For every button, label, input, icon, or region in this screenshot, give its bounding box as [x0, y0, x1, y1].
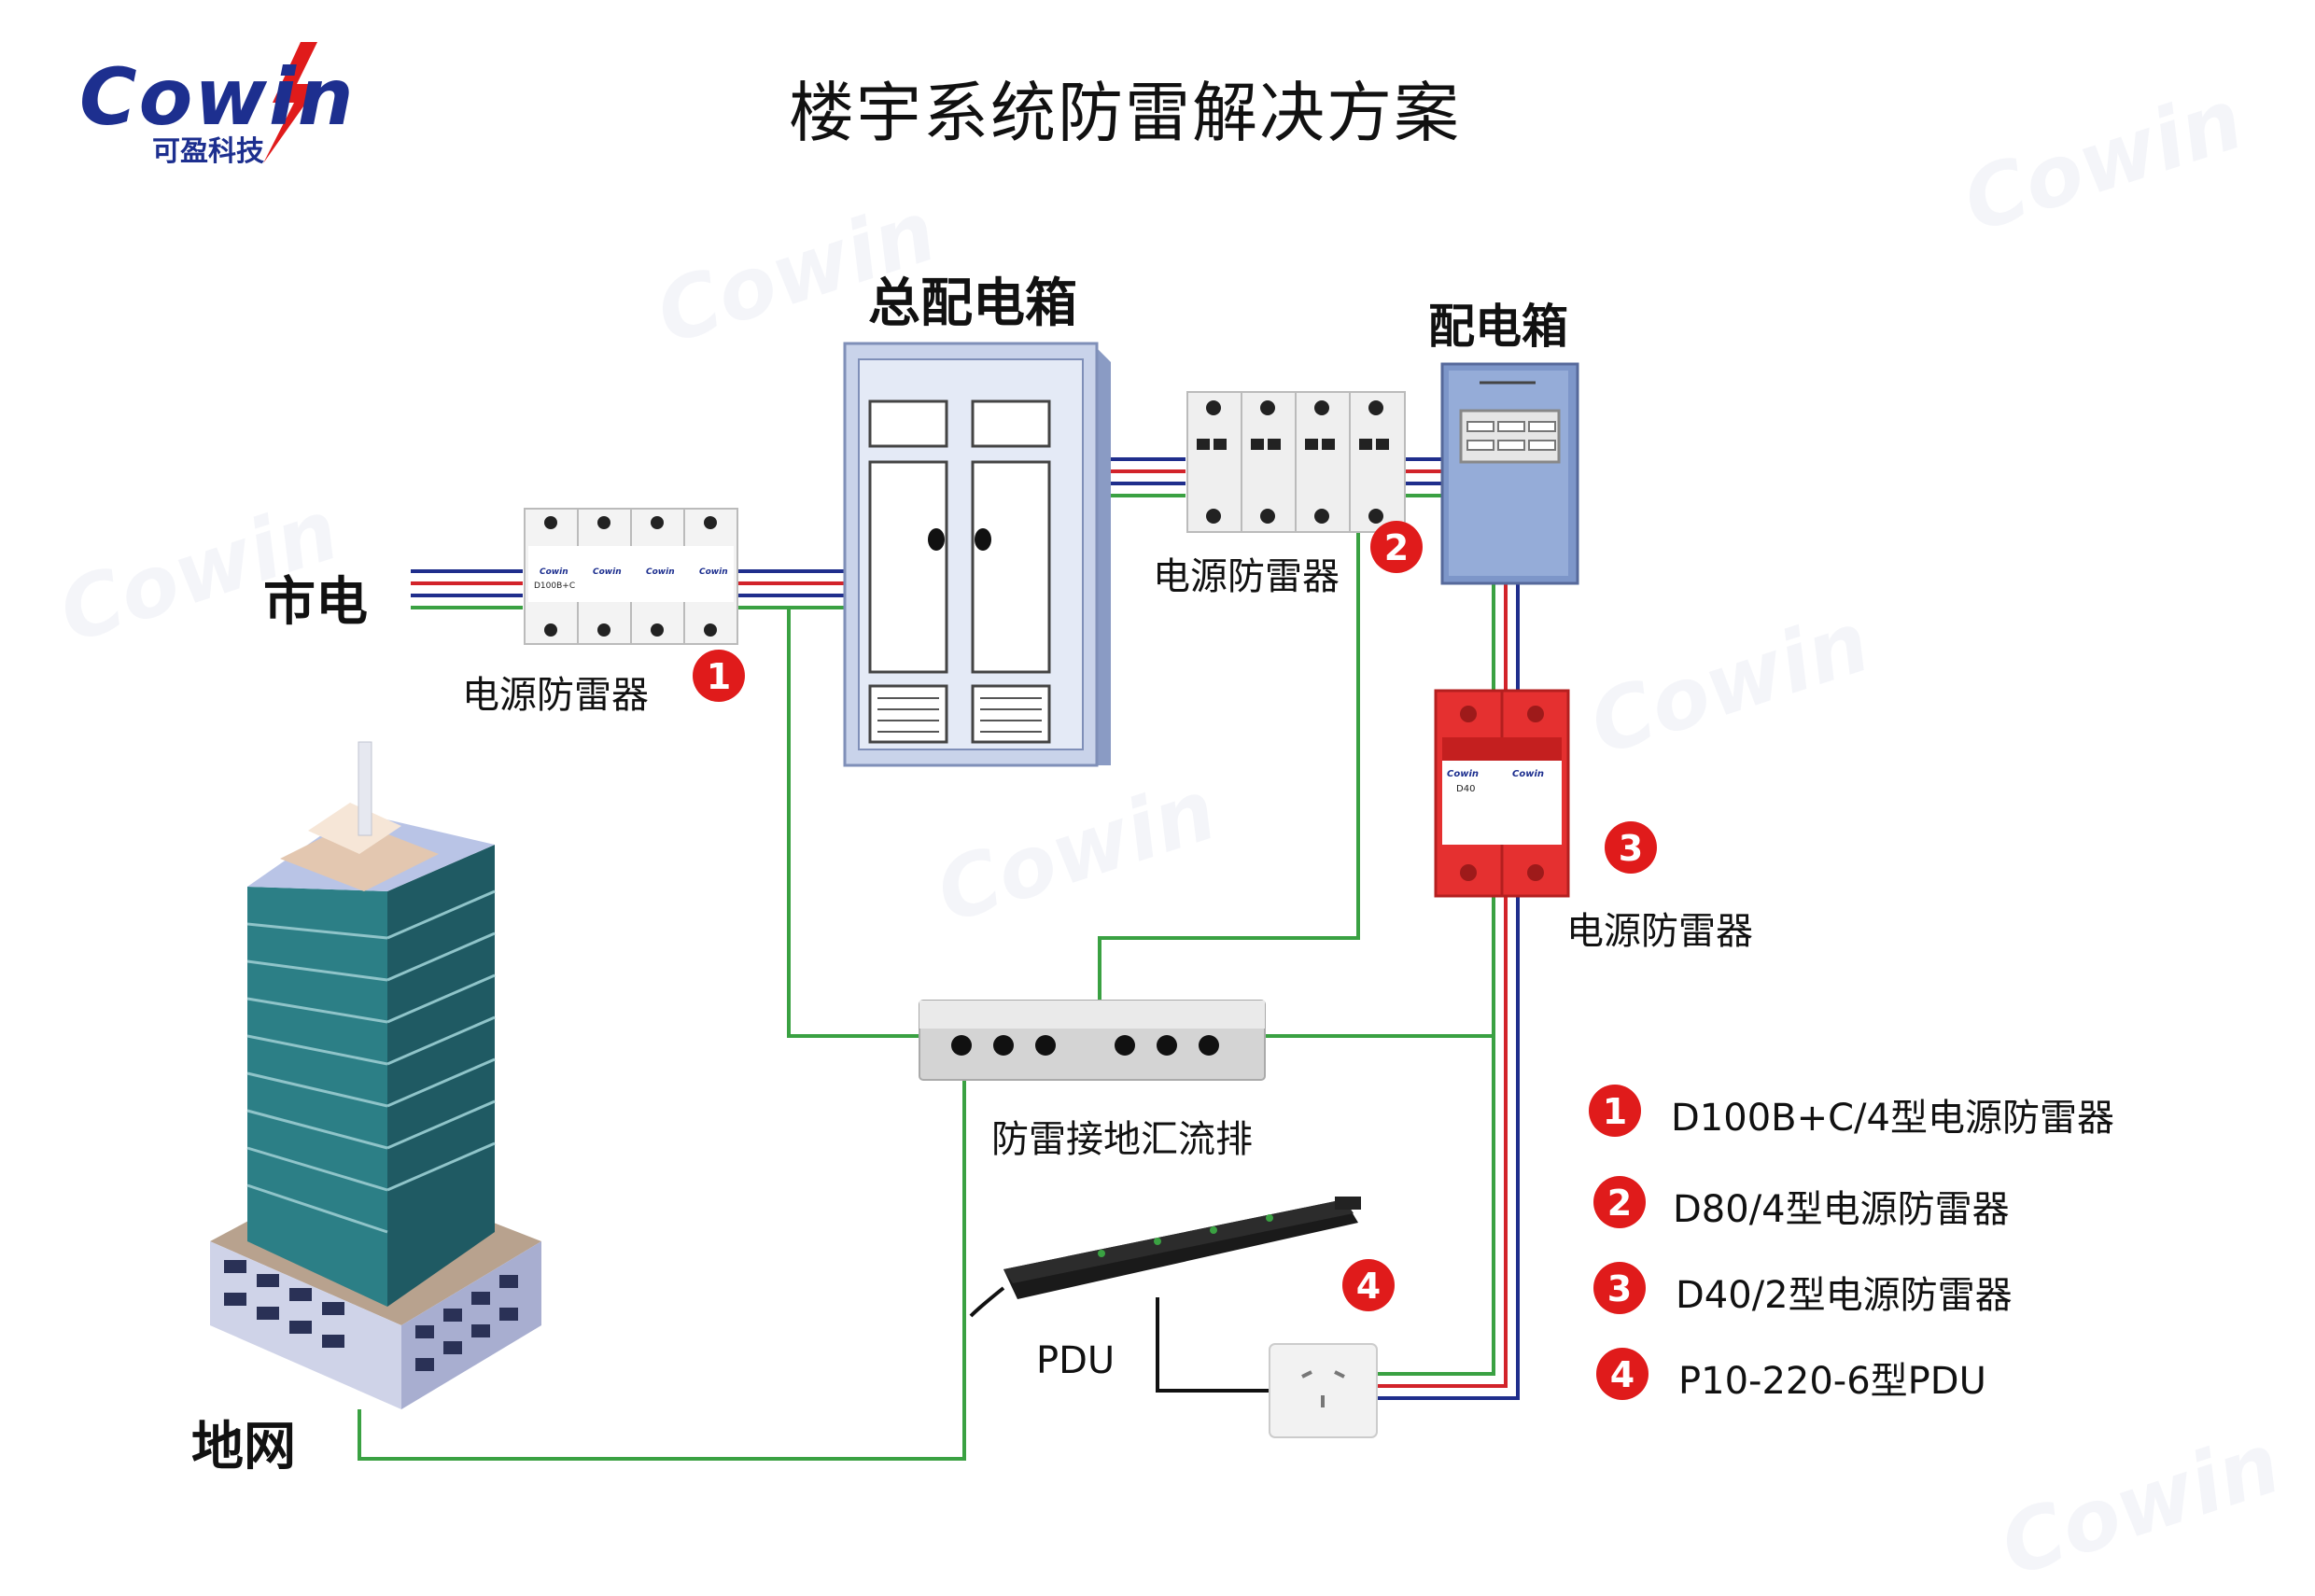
grounding-busbar	[919, 1000, 1266, 1081]
spd1-model-label: D100B+C	[534, 581, 575, 591]
pdu-wires	[969, 1286, 1270, 1393]
svg-text:Cowin: Cowin	[1512, 769, 1544, 779]
legend-marker-2	[1593, 1176, 1646, 1228]
mains-wires	[411, 569, 523, 609]
spd3-device	[1434, 689, 1570, 898]
building-illustration	[210, 741, 541, 1409]
marker-2-number: 2	[1384, 527, 1409, 568]
svg-text:Cowin: Cowin	[593, 567, 622, 577]
brand-name: Cowin	[79, 51, 356, 143]
brand-logo: Cowin 可盈科技	[79, 51, 356, 168]
legend-marker-4	[1596, 1348, 1649, 1400]
marker-4-number: 4	[1356, 1266, 1381, 1307]
logo-bolt-icon	[263, 42, 319, 163]
wall-socket	[1269, 1343, 1378, 1438]
spd1-device	[524, 508, 738, 645]
marker-3-number: 3	[1619, 828, 1643, 869]
distribution-box	[1440, 362, 1579, 585]
marker-3	[1605, 821, 1657, 874]
spd1-label: 电源防雷器	[462, 674, 649, 717]
spd3-label: 电源防雷器	[1566, 910, 1753, 953]
svg-text:Cowin: Cowin	[699, 567, 728, 577]
legend-item-2: D80/4型电源防雷器	[1673, 1188, 2010, 1231]
legend-2-number: 2	[1607, 1183, 1632, 1224]
legend-item-1: D100B+C/4型电源防雷器	[1671, 1097, 2114, 1140]
marker-2	[1370, 521, 1423, 573]
mains-label: 市电	[263, 572, 368, 633]
spd1-to-panel-wires	[737, 569, 845, 609]
spd2-device	[1186, 391, 1406, 533]
main-panel-label: 总配电箱	[868, 273, 1077, 334]
spd2-to-box-wires	[1405, 457, 1442, 497]
svg-text:Cowin: Cowin	[646, 567, 675, 577]
marker-4	[1342, 1259, 1395, 1311]
svg-text:Cowin: Cowin	[1447, 769, 1479, 779]
marker-1-number: 1	[707, 656, 731, 697]
spd2-label: 电源防雷器	[1153, 555, 1340, 598]
spd3-to-socket-wires	[1377, 896, 1520, 1400]
box-to-spd3-wires	[1492, 583, 1520, 695]
legend-3-number: 3	[1607, 1268, 1632, 1309]
legend-marker-3	[1593, 1262, 1646, 1314]
pdu-device	[1003, 1197, 1361, 1299]
legend-marker-1	[1589, 1085, 1641, 1137]
main-distribution-panel	[843, 342, 1111, 767]
legend-1-number: 1	[1603, 1091, 1627, 1132]
svg-text:Cowin: Cowin	[540, 567, 568, 577]
marker-1	[693, 650, 745, 702]
page-title: 楼宇系统防雷解决方案	[789, 75, 1461, 151]
pdu-label: PDU	[1036, 1339, 1115, 1382]
legend-item-4: P10-220-6型PDU	[1678, 1360, 1986, 1403]
brand-subtitle: 可盈科技	[152, 135, 264, 168]
busbar-label: 防雷接地汇流排	[991, 1118, 1253, 1161]
legend-4-number: 4	[1610, 1354, 1635, 1395]
legend-item-3: D40/2型电源防雷器	[1676, 1274, 2013, 1317]
panel-to-spd2-wires	[1106, 457, 1186, 497]
ground-wires	[358, 495, 1494, 1461]
distribution-box-label: 配电箱	[1428, 300, 1568, 354]
spd3-model-label: D40	[1456, 784, 1475, 794]
ground-grid-label: 地网	[191, 1417, 296, 1477]
